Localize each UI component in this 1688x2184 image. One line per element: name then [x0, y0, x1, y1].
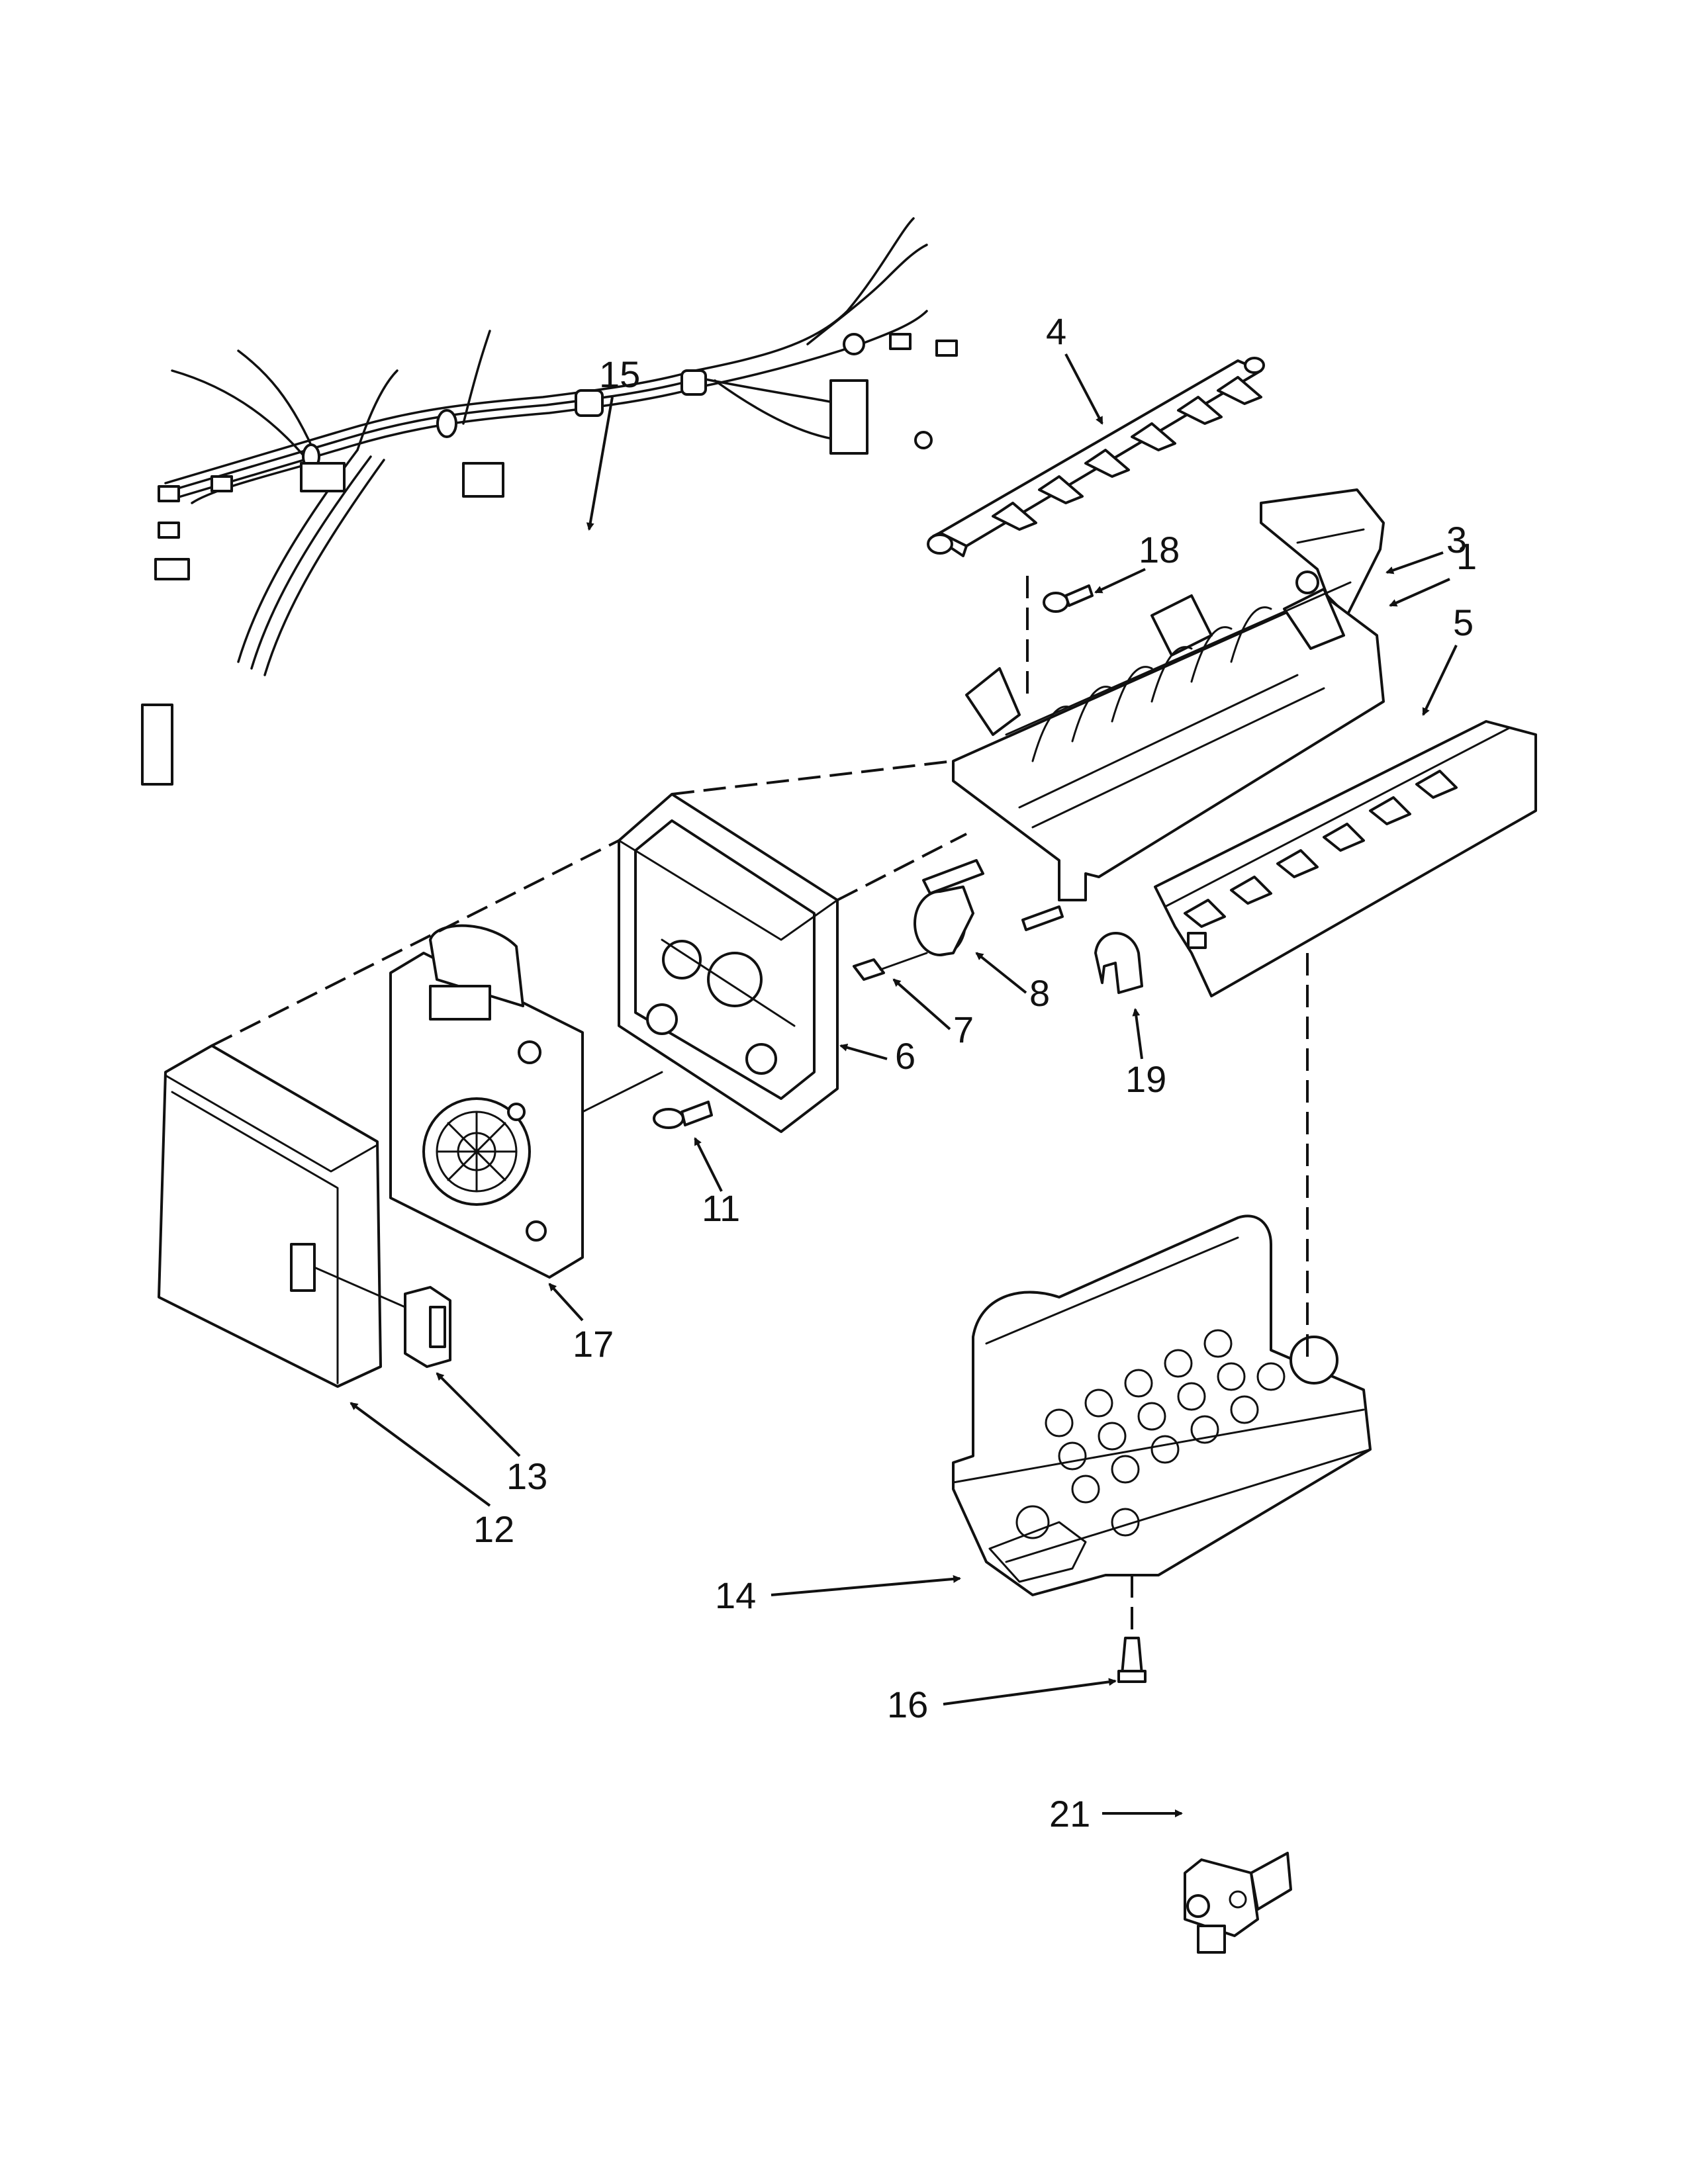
callout-1: 1	[1456, 535, 1477, 577]
callout-15: 15	[599, 353, 640, 395]
callout-17: 17	[573, 1323, 614, 1365]
ejector-part-4	[927, 357, 1265, 557]
front-cover-part-12	[158, 1044, 382, 1388]
callout-3: 3	[1446, 519, 1467, 561]
callout-16: 16	[887, 1684, 928, 1725]
thermostat-part-8	[914, 859, 1064, 956]
callout-19: 19	[1125, 1058, 1166, 1100]
valve-part-21	[1184, 1852, 1292, 1954]
callout-4: 4	[1046, 310, 1066, 352]
callout-7: 7	[953, 1009, 974, 1050]
harness-connector-c	[829, 379, 868, 455]
callout-12: 12	[473, 1508, 514, 1550]
pin-part-7	[853, 952, 928, 981]
callout-18: 18	[1139, 529, 1180, 570]
harness-connector-d	[141, 704, 173, 786]
callout-5: 5	[1453, 602, 1474, 643]
callout-11: 11	[702, 1187, 740, 1229]
harness-connector-e	[154, 558, 190, 580]
assembly-lines	[211, 576, 1309, 1638]
callout-6: 6	[895, 1035, 915, 1077]
screw-part-18	[1043, 584, 1094, 613]
screw-part-11	[653, 1101, 713, 1129]
ice-shelf-part-14	[952, 1214, 1372, 1596]
screw-part-16	[1117, 1637, 1147, 1683]
stripper-part-5	[1154, 720, 1537, 997]
wire-harness-part-15	[141, 217, 958, 786]
harness-connector-a	[300, 462, 346, 492]
callout-21: 21	[1049, 1793, 1090, 1835]
motor-plate-part-17	[389, 924, 663, 1279]
housing-part-6	[618, 793, 839, 1133]
callout-14: 14	[715, 1574, 756, 1616]
callout-13: 13	[506, 1455, 547, 1497]
switch-part-13	[313, 1266, 451, 1368]
ice-mold-part-1	[952, 581, 1385, 901]
callouts: 1 3 4 5 6 7 8 11 12 13 14 15 16 17 18 19	[350, 310, 1477, 1835]
clip-part-19	[1094, 932, 1143, 994]
harness-connector-b	[462, 462, 504, 498]
callout-8: 8	[1029, 972, 1050, 1014]
